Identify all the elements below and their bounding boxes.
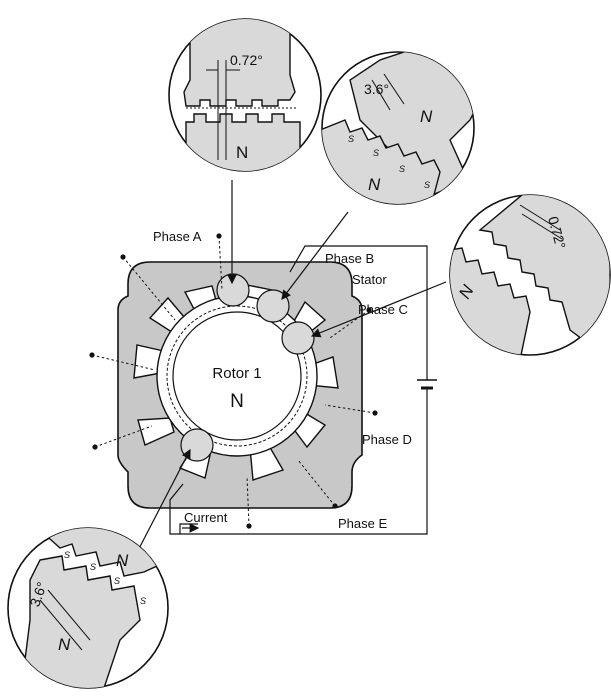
detail-bl-tooth-3: S: [114, 576, 120, 586]
detail-top-angle: 0.72°: [230, 52, 263, 68]
detail-bl-pole-2: N: [58, 635, 71, 654]
detail-upper-right: 3.6° N N S S S S: [321, 51, 475, 205]
detail-bl-pole-1: N: [116, 551, 129, 570]
wire-top: [289, 245, 428, 380]
detail-bl-tooth-2: S: [90, 562, 96, 572]
battery-icon: [417, 379, 437, 395]
leader-phase-a: [218, 235, 223, 291]
leader-lines: [91, 235, 376, 527]
wire-bottom: [169, 395, 428, 535]
leader-phase-d: [324, 404, 376, 414]
detail-ur-tooth-4: S: [424, 180, 430, 190]
callout-phase-b: [256, 289, 290, 323]
callout-phase-c: [281, 321, 315, 355]
label-current: Current: [184, 510, 228, 525]
leader-phase-c: [329, 309, 370, 339]
phase-labels: Phase A Phase B Stator Phase C Phase D P…: [153, 229, 412, 531]
leader-dots: [89, 233, 378, 529]
detail-ur-tooth-1: S: [348, 134, 354, 144]
detail-ur-pole-1: N: [420, 107, 433, 126]
label-phase-a: Phase A: [153, 229, 202, 244]
arrow-right-detail: [310, 281, 447, 338]
detail-top: 0.72° N: [168, 18, 322, 172]
callout-phase-a: [216, 273, 250, 307]
rotor-core: [172, 311, 302, 441]
detail-ur-tooth-2: S: [373, 148, 379, 158]
wire-return: [179, 523, 198, 534]
detail-bl-tooth-1: S: [64, 550, 70, 560]
rotor-label: Rotor 1: [212, 365, 261, 382]
leader-left-1: [91, 354, 156, 371]
detail-right: 0.72° N: [449, 194, 611, 356]
rotor-pole-label: N: [230, 391, 244, 412]
detail-ur-pole-2: N: [368, 175, 381, 194]
rotor: Rotor 1 N: [156, 295, 318, 457]
rotor-callouts: [180, 273, 315, 462]
label-stator: Stator: [352, 272, 387, 287]
leader-left-2: [94, 425, 153, 448]
detail-ur-tooth-3: S: [399, 164, 405, 174]
label-phase-b: Phase B: [325, 251, 374, 266]
leader-upper-left: [122, 256, 176, 321]
detail-ur-angle: 3.6°: [364, 81, 389, 97]
callout-phase-e: [180, 428, 214, 462]
label-phase-e: Phase E: [338, 516, 387, 531]
leader-current: [246, 475, 250, 527]
label-phase-c: Phase C: [358, 302, 408, 317]
detail-bl-tooth-4: S: [140, 596, 146, 606]
arrow-upper-right-detail: [281, 211, 349, 300]
detail-bottom-left: 3.6° N N S S S S: [7, 527, 169, 689]
detail-top-pole: N: [236, 143, 248, 162]
label-phase-d: Phase D: [362, 432, 412, 447]
